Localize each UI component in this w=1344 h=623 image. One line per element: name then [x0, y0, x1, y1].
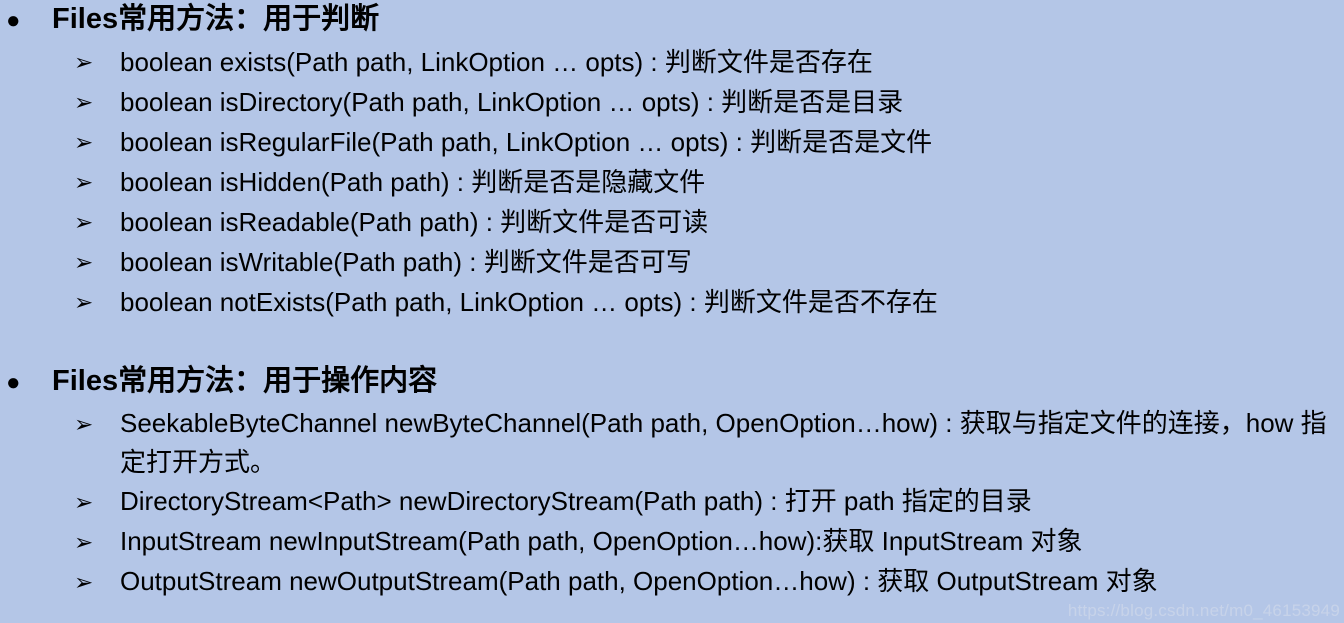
section-header: ● Files常用方法：用于操作内容	[0, 362, 1344, 402]
list-item: ➢ boolean isRegularFile(Path path, LinkO…	[0, 122, 1344, 162]
arrowhead-bullet-icon: ➢	[74, 89, 94, 115]
arrowhead-bullet-icon: ➢	[74, 289, 94, 315]
arrowhead-bullet-icon: ➢	[74, 529, 94, 555]
section-spacer	[0, 322, 1344, 344]
list-item-label: boolean isHidden(Path path) : 判断是否是隐藏文件	[120, 167, 706, 197]
section-header: ● Files常用方法：用于判断	[0, 0, 1344, 40]
arrowhead-bullet-icon: ➢	[74, 129, 94, 155]
list-item-label: boolean isDirectory(Path path, LinkOptio…	[120, 87, 904, 117]
list-item: ➢ boolean isWritable(Path path) : 判断文件是否…	[0, 242, 1344, 282]
list-item-label: boolean isRegularFile(Path path, LinkOpt…	[120, 127, 933, 157]
list-item: ➢ boolean exists(Path path, LinkOption ……	[0, 42, 1344, 82]
list-item: ➢ boolean isDirectory(Path path, LinkOpt…	[0, 82, 1344, 122]
disc-bullet-icon: ●	[6, 7, 21, 34]
list-item-label: DirectoryStream<Path> newDirectoryStream…	[120, 486, 1032, 516]
section-item-list: ➢ boolean exists(Path path, LinkOption ……	[0, 42, 1344, 322]
list-item-label: boolean notExists(Path path, LinkOption …	[120, 287, 938, 317]
list-item-label: InputStream newInputStream(Path path, Op…	[120, 526, 1083, 556]
list-item-label: boolean exists(Path path, LinkOption … o…	[120, 47, 873, 77]
section-item-list: ➢ SeekableByteChannel newByteChannel(Pat…	[0, 404, 1344, 602]
disc-bullet-icon: ●	[6, 369, 21, 396]
list-item: ➢ SeekableByteChannel newByteChannel(Pat…	[0, 404, 1344, 482]
arrowhead-bullet-icon: ➢	[74, 49, 94, 75]
arrowhead-bullet-icon: ➢	[74, 411, 94, 437]
list-item: ➢ OutputStream newOutputStream(Path path…	[0, 562, 1344, 602]
arrowhead-bullet-icon: ➢	[74, 569, 94, 595]
arrowhead-bullet-icon: ➢	[74, 169, 94, 195]
list-item-label: boolean isReadable(Path path) : 判断文件是否可读	[120, 207, 709, 237]
list-item-label: SeekableByteChannel newByteChannel(Path …	[120, 408, 1327, 477]
section-title: Files常用方法：用于操作内容	[52, 365, 438, 397]
list-item: ➢ boolean isHidden(Path path) : 判断是否是隐藏文…	[0, 162, 1344, 202]
section-files-judgement: ● Files常用方法：用于判断 ➢ boolean exists(Path p…	[0, 0, 1344, 322]
list-item-label: OutputStream newOutputStream(Path path, …	[120, 566, 1158, 596]
list-item: ➢ boolean notExists(Path path, LinkOptio…	[0, 282, 1344, 322]
arrowhead-bullet-icon: ➢	[74, 249, 94, 275]
section-files-content-ops: ● Files常用方法：用于操作内容 ➢ SeekableByteChannel…	[0, 362, 1344, 602]
list-item: ➢ boolean isReadable(Path path) : 判断文件是否…	[0, 202, 1344, 242]
arrowhead-bullet-icon: ➢	[74, 209, 94, 235]
list-item: ➢ InputStream newInputStream(Path path, …	[0, 522, 1344, 562]
list-item: ➢ DirectoryStream<Path> newDirectoryStre…	[0, 482, 1344, 522]
watermark-text: https://blog.csdn.net/m0_46153949	[1067, 601, 1340, 620]
list-item-label: boolean isWritable(Path path) : 判断文件是否可写	[120, 247, 692, 277]
arrowhead-bullet-icon: ➢	[74, 489, 94, 515]
section-title: Files常用方法：用于判断	[52, 3, 380, 35]
